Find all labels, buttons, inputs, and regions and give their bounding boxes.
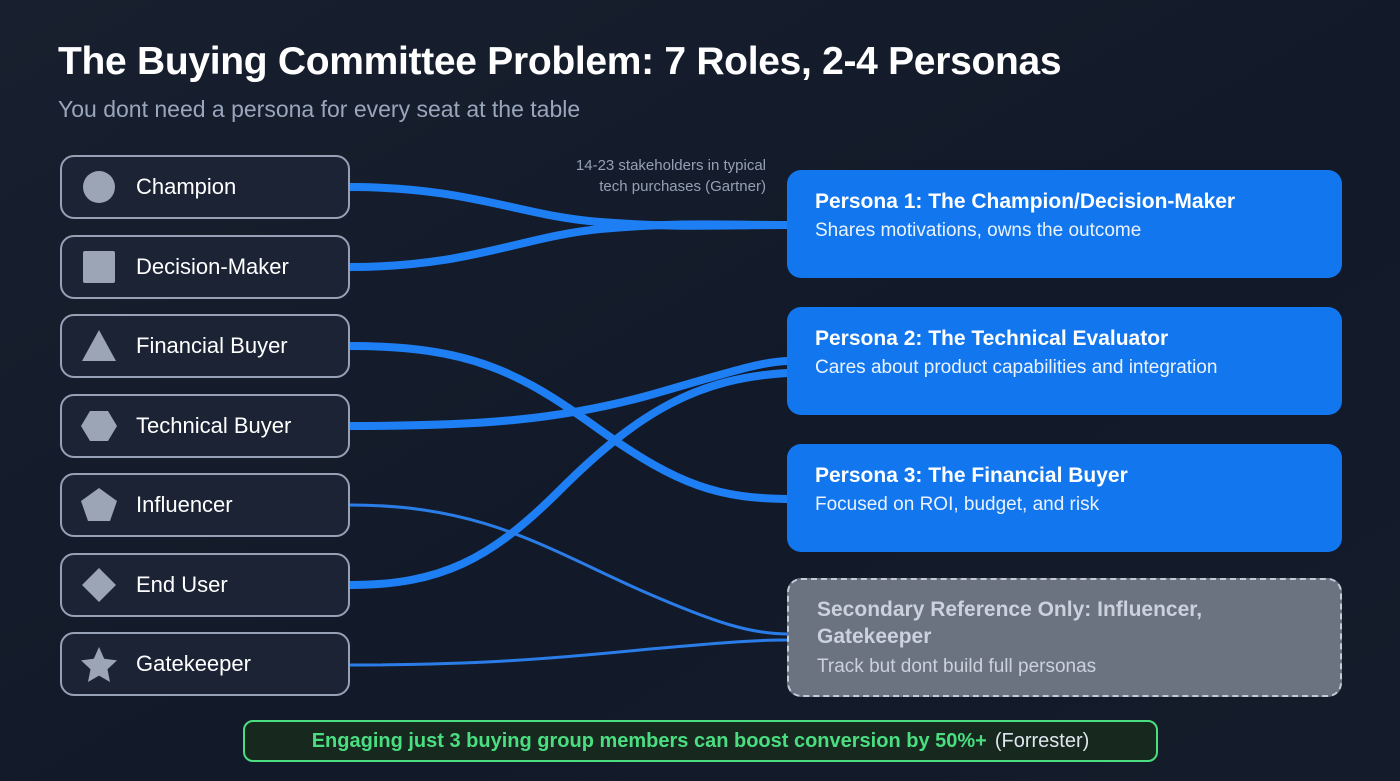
role-card-gatekeeper[interactable]: Gatekeeper [60, 632, 350, 696]
secondary-title: Secondary Reference Only: Influencer, Ga… [817, 598, 1203, 648]
secondary-reference-card[interactable]: Secondary Reference Only: Influencer, Ga… [787, 578, 1342, 697]
page-title: The Buying Committee Problem: 7 Roles, 2… [58, 40, 1062, 83]
role-label: End User [136, 572, 228, 597]
persona-card-2[interactable]: Persona 2: The Technical Evaluator Cares… [787, 307, 1342, 415]
role-label: Technical Buyer [136, 413, 292, 438]
persona-card-1[interactable]: Persona 1: The Champion/Decision-Maker S… [787, 170, 1342, 278]
role-card-champion[interactable]: Champion [60, 155, 350, 219]
connector-gatekeeper-secondary [348, 638, 789, 667]
role-card-decision-maker[interactable]: Decision-Maker [60, 235, 350, 299]
callout-main-text: Engaging just 3 buying group members can… [311, 729, 987, 752]
persona-subtitle: Cares about product capabilities and int… [815, 357, 1218, 378]
stat-callout-banner: Engaging just 3 buying group members can… [243, 720, 1158, 762]
annotation-line-1: 14-23 stakeholders in typical [575, 157, 766, 174]
circle-icon [83, 171, 115, 203]
diamond-icon [82, 568, 116, 602]
role-label: Decision-Maker [136, 254, 289, 279]
persona-subtitle: Shares motivations, owns the outcome [815, 220, 1142, 241]
pentagon-icon [81, 488, 117, 521]
persona-title: Persona 2: The Technical Evaluator [815, 327, 1169, 350]
star-icon [81, 647, 117, 682]
annotation-line-2: tech purchases (Gartner) [599, 178, 766, 195]
role-label: Influencer [136, 492, 233, 517]
persona-subtitle: Focused on ROI, budget, and risk [815, 494, 1100, 515]
connector-decisionmaker-persona1 [346, 220, 791, 271]
persona-title: Persona 3: The Financial Buyer [815, 464, 1128, 487]
triangle-icon [82, 330, 116, 361]
page-subtitle: You dont need a persona for every seat a… [58, 96, 581, 122]
square-icon [83, 251, 115, 283]
role-card-influencer[interactable]: Influencer [60, 473, 350, 537]
connector-influencer-secondary [348, 503, 789, 636]
callout-source-text: (Forrester) [994, 729, 1090, 752]
role-label: Gatekeeper [136, 651, 251, 676]
connector-financialbuyer-persona3 [346, 342, 791, 503]
persona-title: Persona 1: The Champion/Decision-Maker [815, 190, 1236, 213]
connector-enduser-persona2 [346, 369, 791, 589]
stakeholder-annotation: 14-23 stakeholders in typical tech purch… [470, 155, 766, 197]
role-card-end-user[interactable]: End User [60, 553, 350, 617]
persona-card-3[interactable]: Persona 3: The Financial Buyer Focused o… [787, 444, 1342, 552]
role-card-technical-buyer[interactable]: Technical Buyer [60, 394, 350, 458]
role-card-financial-buyer[interactable]: Financial Buyer [60, 314, 350, 378]
hexagon-icon [81, 411, 117, 441]
secondary-subtitle: Track but dont build full personas [817, 656, 1097, 677]
connector-technicalbuyer-persona2 [346, 357, 791, 430]
role-label: Financial Buyer [136, 333, 288, 358]
role-label: Champion [136, 174, 237, 199]
